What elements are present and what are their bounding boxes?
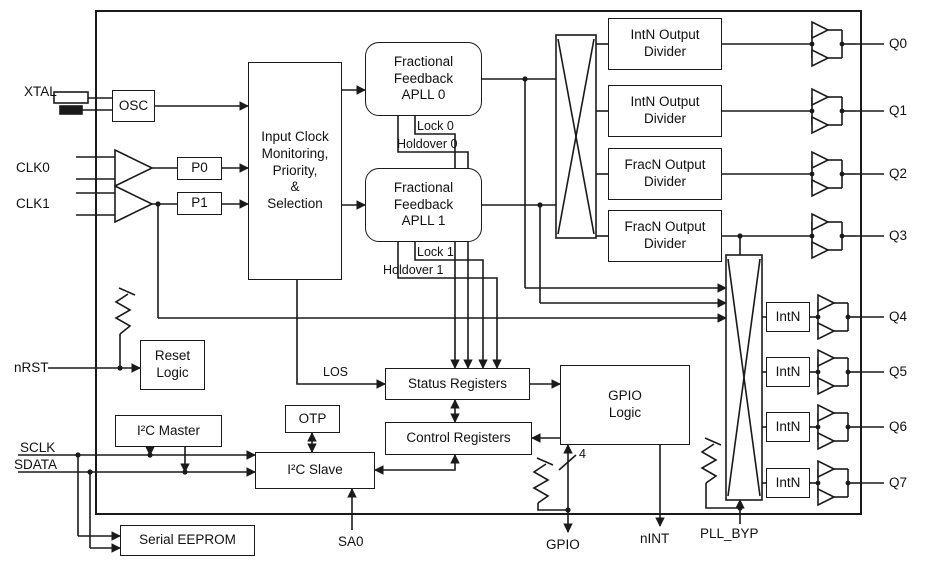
block-output-divider: FracN Output Divider: [608, 148, 722, 200]
pin-label-gpio: GPIO: [546, 537, 580, 552]
junction-dot: [147, 452, 153, 458]
block-osc: OSC: [112, 90, 155, 122]
output-buffer-icon: [808, 88, 857, 134]
junction-dot: [75, 452, 81, 458]
block-p1: P1: [177, 192, 222, 215]
signal-label-holdover0: Holdover 0: [397, 137, 458, 151]
crossbar-switch-2: [725, 254, 763, 501]
signal-label-lock0: Lock 0: [417, 119, 454, 133]
crossbar-switch-1: [555, 34, 597, 239]
output-buffer-icon: [808, 151, 857, 197]
junction-dots: [75, 76, 743, 513]
block-gpio-logic: GPIO Logic: [560, 365, 690, 445]
pullup-resistor-icon: [532, 457, 568, 511]
block-output-divider: FracN Output Divider: [608, 210, 722, 262]
block-serial-eeprom: Serial EEPROM: [120, 525, 255, 556]
pin-label-q0: Q0: [889, 36, 908, 51]
pin-label-sdata: SDATA: [14, 457, 58, 472]
block-intn-divider: IntN: [766, 468, 810, 498]
junction-dot: [737, 233, 743, 239]
arrow-connections: [18, 85, 745, 553]
block-output-divider: IntN Output Divider: [608, 85, 722, 137]
pin-label-q4: Q4: [889, 309, 908, 324]
pin-label-xtal: XTAL: [24, 84, 57, 99]
output-buffer-icon: [808, 21, 857, 67]
bus-width-slash-icon: [558, 454, 577, 471]
block-i2c-slave: I²C Slave: [255, 452, 375, 489]
block-apll0: Fractional Feedback APLL 0: [365, 42, 482, 116]
pullup-resistor-icon: [114, 287, 136, 368]
clk-input-buffers: [76, 148, 177, 224]
input-buffer-icon: [114, 184, 154, 224]
signal-label-lock1: Lock 1: [417, 245, 454, 259]
signal-label-los: LOS: [323, 365, 349, 379]
chip-boundary: [95, 10, 862, 515]
block-control-registers: Control Registers: [385, 422, 532, 455]
output-buffer-icon: [814, 404, 863, 450]
junction-dot: [537, 202, 543, 208]
pin-label-q5: Q5: [889, 364, 908, 379]
block-i2c-master: I²C Master: [115, 415, 222, 447]
junction-dot: [117, 365, 123, 371]
block-intn-divider: IntN: [766, 412, 810, 442]
block-input-clock-monitor: Input Clock Monitoring, Priority, & Sele…: [248, 62, 342, 280]
block-intn-divider: IntN: [766, 357, 810, 387]
pin-label-q6: Q6: [889, 419, 908, 434]
output-buffer-icon: [814, 294, 863, 340]
pin-label-sclk: SCLK: [20, 440, 56, 455]
output-buffer-icon: [808, 213, 857, 259]
junction-dot: [87, 469, 93, 475]
pin-label-pll-byp: PLL_BYP: [700, 526, 759, 541]
output-buffer-icon: [814, 460, 863, 506]
pin-label-clk0: CLK0: [16, 160, 50, 175]
output-buffer-icon: [814, 349, 863, 395]
signal-label-holdover1: Holdover 1: [383, 263, 444, 277]
block-status-registers: Status Registers: [385, 368, 530, 400]
pin-label-clk1: CLK1: [16, 196, 50, 211]
block-apll1: Fractional Feedback APLL 1: [365, 168, 482, 242]
junction-dot: [522, 76, 528, 82]
block-p0: P0: [177, 157, 222, 180]
junction-dot: [737, 505, 743, 511]
block-otp: OTP: [285, 405, 340, 433]
pin-label-nint: nINT: [640, 531, 670, 546]
gpio-bus-width-label: 4: [579, 447, 586, 461]
block-reset-logic: Reset Logic: [140, 340, 205, 390]
junction-dot: [155, 201, 161, 207]
junction-dot: [565, 507, 571, 513]
pin-label-q7: Q7: [889, 475, 908, 490]
pin-label-sa0: SA0: [338, 534, 364, 549]
input-buffer-icon: [114, 148, 154, 188]
pullup-resistor-icon: [700, 437, 740, 509]
wire-lines: [77, 43, 884, 548]
block-intn-divider: IntN: [766, 302, 810, 332]
pin-label-q3: Q3: [889, 228, 908, 243]
pin-label-nrst: nRST: [14, 360, 49, 375]
xtal-crystal-icon: [53, 91, 112, 115]
junction-dot: [182, 469, 188, 475]
block-output-divider: IntN Output Divider: [608, 18, 722, 70]
pin-label-q1: Q1: [889, 103, 908, 118]
pin-label-q2: Q2: [889, 166, 908, 181]
